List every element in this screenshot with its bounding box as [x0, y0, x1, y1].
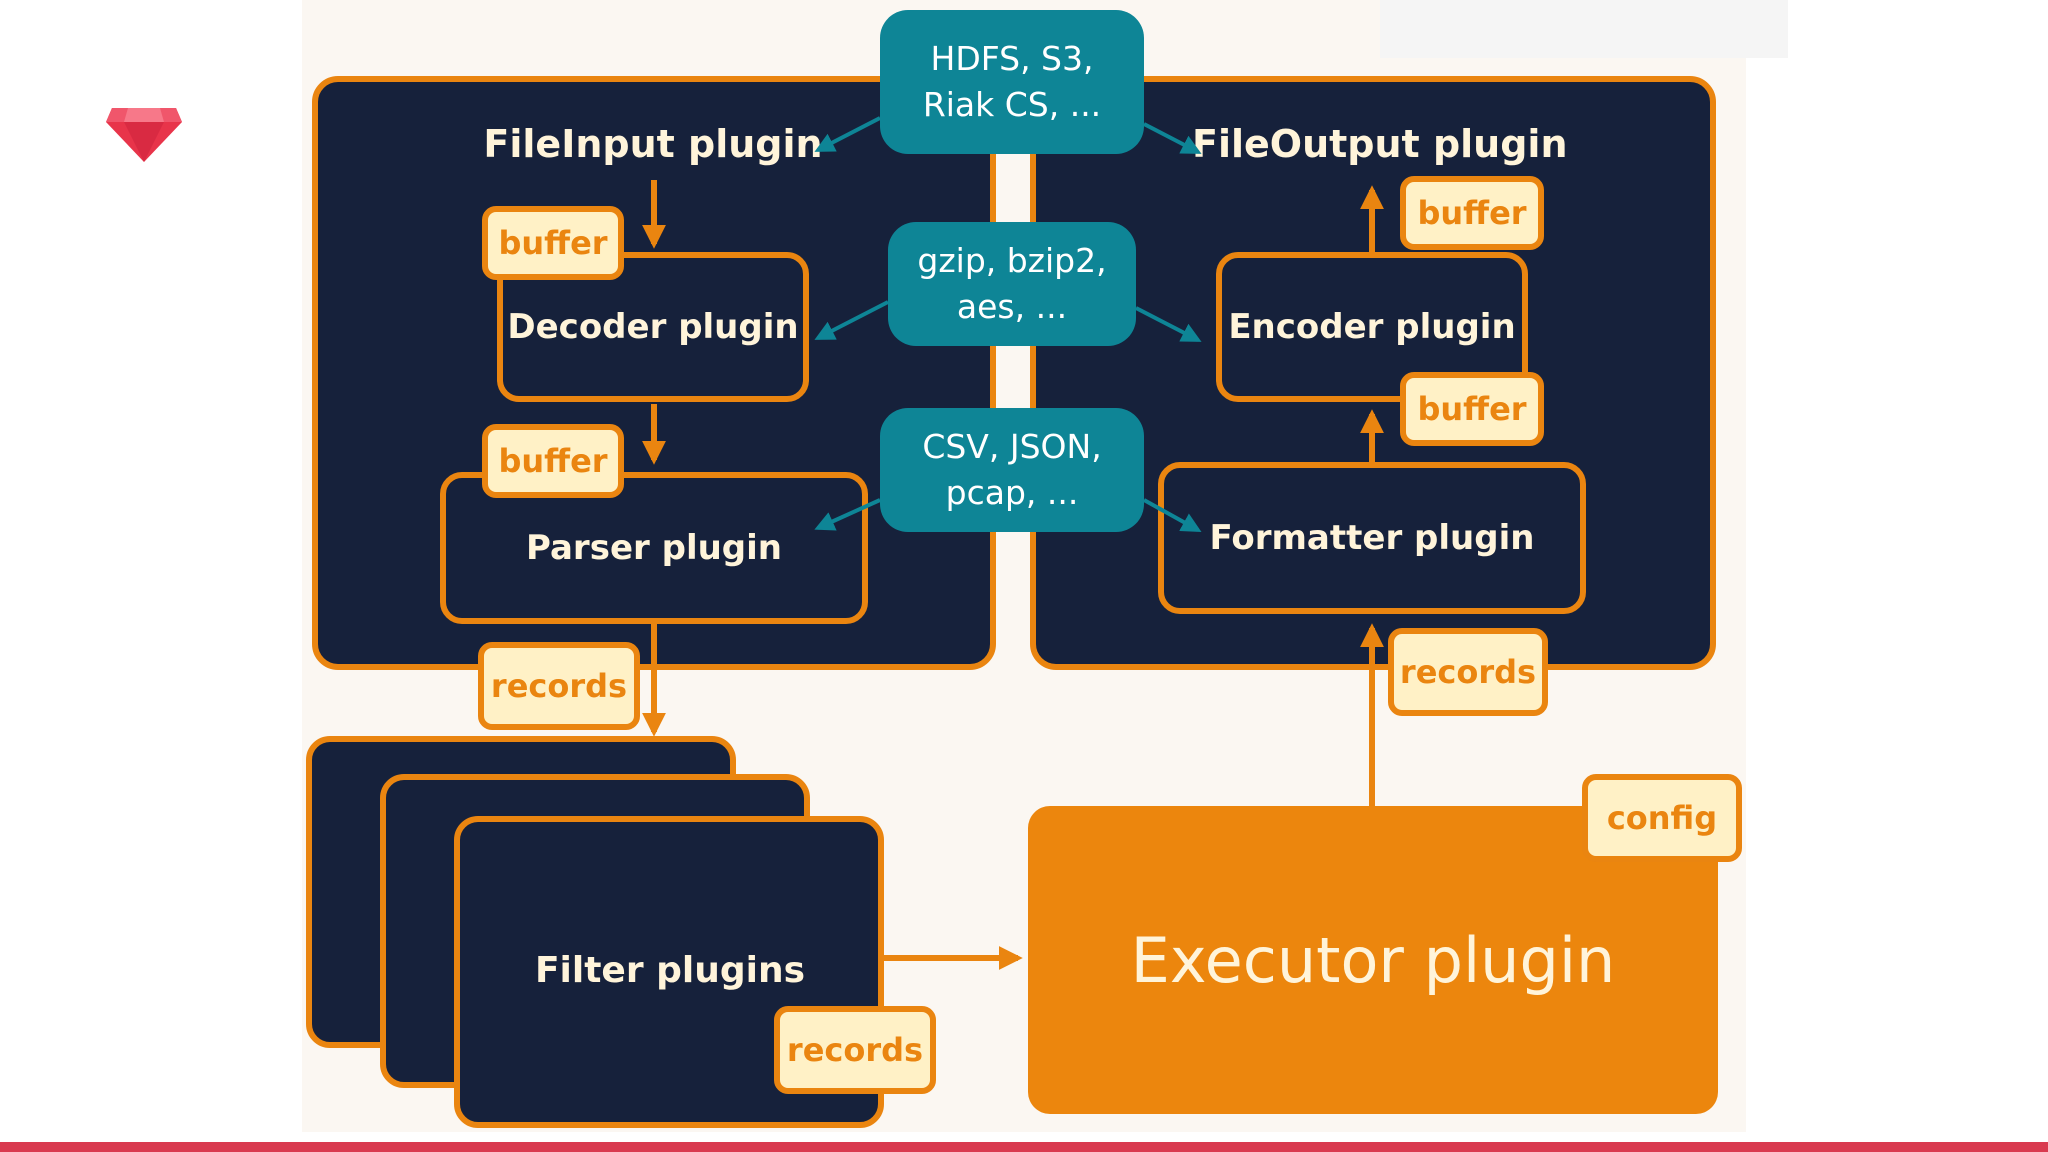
output-buffer-tag-1: buffer [1400, 176, 1544, 250]
teal-storage-to-fileinput [814, 116, 881, 152]
output-records-tag: records [1388, 628, 1548, 716]
fileoutput-heading: FileOutput plugin [1192, 122, 1568, 166]
filter-records-tag: records [774, 1006, 936, 1094]
teal-formats-to-formatter [1143, 498, 1202, 532]
storage-backends-chip: HDFS, S3, Riak CS, ... [880, 10, 1144, 154]
bottom-accent-bar [0, 1142, 2048, 1152]
input-buffer-tag-2: buffer [482, 424, 624, 498]
formatter-plugin-box: Formatter plugin [1158, 462, 1586, 614]
storage-backends-line-1: HDFS, S3, [930, 39, 1094, 78]
output-buffer-tag-2: buffer [1400, 372, 1544, 446]
data-formats-line-1: CSV, JSON, [922, 427, 1102, 466]
compression-codecs-line-2: aes, ... [956, 287, 1068, 326]
top-corner-strip [1380, 0, 1788, 58]
ruby-gem-icon [106, 108, 182, 162]
filter-plugins-label: Filter plugins [534, 950, 806, 991]
input-records-tag: records [478, 642, 640, 730]
teal-compression-to-encoder [1135, 306, 1202, 342]
compression-codecs-line-1: gzip, bzip2, [917, 241, 1107, 280]
config-tag: config [1582, 774, 1742, 862]
compression-codecs-chip: gzip, bzip2, aes, ... [888, 222, 1136, 346]
data-formats-line-2: pcap, ... [945, 473, 1079, 512]
executor-plugin-label: Executor plugin [1130, 923, 1616, 997]
storage-backends-line-2: Riak CS, ... [922, 85, 1102, 124]
data-formats-chip: CSV, JSON, pcap, ... [880, 408, 1144, 532]
fileinput-heading: FileInput plugin [483, 122, 823, 166]
teal-compression-to-decoder [814, 300, 889, 340]
executor-plugin-box: Executor plugin [1028, 806, 1718, 1114]
input-buffer-tag-1: buffer [482, 206, 624, 280]
teal-formats-to-parser [814, 498, 881, 531]
teal-storage-to-fileoutput [1143, 122, 1202, 154]
